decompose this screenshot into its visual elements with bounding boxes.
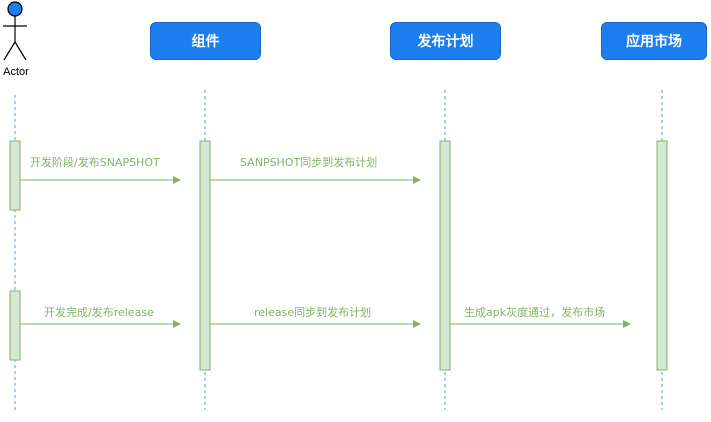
message-label-2: SANPSHOT同步到发布计划 <box>240 156 378 169</box>
activation-release-plan <box>439 140 451 371</box>
actor-figure <box>3 1 27 61</box>
participant-component[interactable]: 组件 <box>150 22 261 60</box>
participant-release-plan[interactable]: 发布计划 <box>390 22 501 60</box>
activation-component <box>199 140 211 371</box>
activation-actor-1 <box>9 140 21 211</box>
actor-label: Actor <box>3 66 29 78</box>
message-label-3: 开发完成/发布release <box>44 306 154 319</box>
participant-app-market[interactable]: 应用市场 <box>601 22 707 60</box>
message-label-5: 生成apk灰度通过，发布市场 <box>464 306 606 319</box>
activation-app-market <box>656 140 668 371</box>
message-label-1: 开发阶段/发布SNAPSHOT <box>30 156 160 169</box>
activation-actor-2 <box>9 290 21 361</box>
message-label-4: release同步到发布计划 <box>254 306 372 319</box>
